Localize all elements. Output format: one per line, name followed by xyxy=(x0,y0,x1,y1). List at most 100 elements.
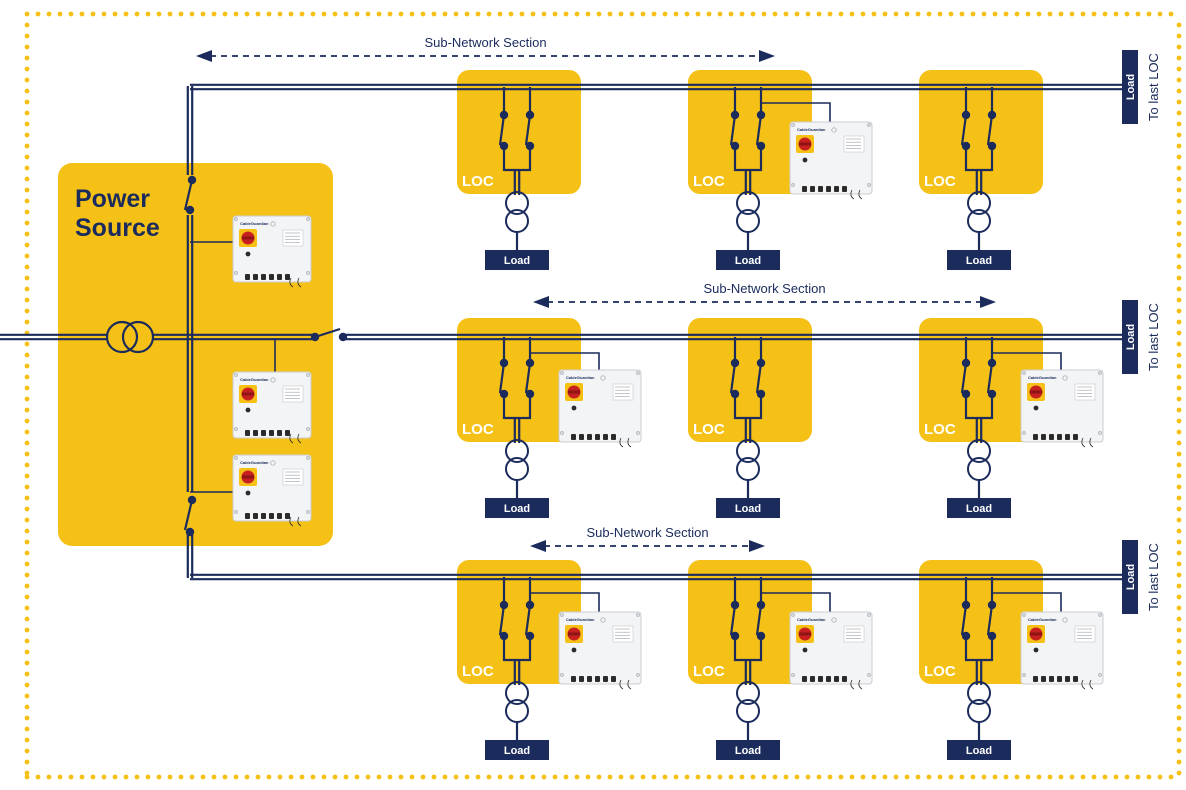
device-brand-label: CableGuardian xyxy=(566,617,595,622)
border-dot xyxy=(937,774,943,780)
border-dot xyxy=(519,11,525,17)
screw xyxy=(560,673,564,677)
border-dot xyxy=(1176,616,1182,622)
border-dot xyxy=(1176,363,1182,369)
border-dot xyxy=(24,297,30,303)
screw xyxy=(306,427,310,431)
loc-label: LOC xyxy=(924,173,956,190)
border-dot xyxy=(1176,220,1182,226)
indicator-led xyxy=(1033,647,1039,653)
cable-gland xyxy=(587,676,592,682)
isolator-handle xyxy=(568,632,580,636)
border-dot xyxy=(739,11,745,17)
border-dot xyxy=(288,774,294,780)
border-dot xyxy=(24,396,30,402)
junction-node xyxy=(185,527,195,537)
border-dot xyxy=(981,774,987,780)
border-dot xyxy=(1176,44,1182,50)
border-dot xyxy=(739,774,745,780)
border-dot xyxy=(574,774,580,780)
loc-switch xyxy=(498,114,506,146)
border-dot xyxy=(24,231,30,237)
border-dot xyxy=(552,11,558,17)
load-text: Load xyxy=(966,745,992,757)
border-dot xyxy=(596,11,602,17)
loc-box xyxy=(919,560,1043,684)
cableguardian-device: CableGuardian xyxy=(232,371,312,444)
border-dot xyxy=(24,462,30,468)
loc-link xyxy=(733,394,763,420)
border-dot xyxy=(145,11,151,17)
border-dot xyxy=(1176,132,1182,138)
border-dot xyxy=(673,11,679,17)
border-dot xyxy=(453,11,459,17)
border-dot xyxy=(24,44,30,50)
cable-gland xyxy=(1073,676,1078,682)
loc-box xyxy=(688,70,812,194)
loc-switch xyxy=(755,604,763,636)
device-tap xyxy=(761,592,831,612)
load-badge xyxy=(947,740,1011,760)
junction-node xyxy=(187,175,197,185)
border-dot xyxy=(1176,440,1182,446)
border-dot xyxy=(398,11,404,17)
load-transformer-coil xyxy=(736,191,760,215)
screw xyxy=(636,431,640,435)
screw xyxy=(234,217,238,221)
arrow-right-head xyxy=(980,296,996,308)
cable-gland xyxy=(253,430,258,436)
border-dot xyxy=(1176,165,1182,171)
isolator-handle xyxy=(568,390,580,394)
cable-gland xyxy=(842,186,847,192)
border-dot xyxy=(662,774,668,780)
border-dot xyxy=(266,11,272,17)
border-dot xyxy=(882,11,888,17)
border-dot xyxy=(24,682,30,688)
border-dot xyxy=(79,11,85,17)
border-dot xyxy=(24,308,30,314)
border-dot xyxy=(904,11,910,17)
border-dot xyxy=(1047,774,1053,780)
end-load-badge xyxy=(1122,300,1138,374)
border-dot xyxy=(992,774,998,780)
border-dot xyxy=(24,704,30,710)
border-dot xyxy=(90,11,96,17)
loc-label: LOC xyxy=(462,421,494,438)
loc-label: LOC xyxy=(462,663,494,680)
border-dot xyxy=(860,11,866,17)
border-dot xyxy=(1003,774,1009,780)
screw xyxy=(791,673,795,677)
border-dot xyxy=(1157,774,1163,780)
border-dot xyxy=(1135,774,1141,780)
border-dot xyxy=(24,143,30,149)
border-dot xyxy=(970,774,976,780)
border-dot xyxy=(35,774,41,780)
border-dot xyxy=(24,572,30,578)
cable-gland xyxy=(269,274,274,280)
screw xyxy=(791,183,795,187)
load-badge xyxy=(485,250,549,270)
device-info-label xyxy=(1074,383,1096,401)
border-dot xyxy=(1025,774,1031,780)
border-dot xyxy=(1113,11,1119,17)
device-info-label xyxy=(612,383,634,401)
border-dot xyxy=(134,11,140,17)
border-dot xyxy=(24,132,30,138)
screw xyxy=(867,123,871,127)
cable-gland xyxy=(603,676,608,682)
cable-gland xyxy=(269,513,274,519)
border-dot xyxy=(508,774,514,780)
status-symbol xyxy=(600,617,606,623)
border-dot xyxy=(24,451,30,457)
border-dot xyxy=(574,11,580,17)
to-last-loc-text: To last LOC xyxy=(1146,543,1161,611)
loc-switch xyxy=(986,362,994,394)
border-dot xyxy=(640,11,646,17)
border-dot xyxy=(1176,561,1182,567)
border-dot xyxy=(46,11,52,17)
border-dot xyxy=(1176,385,1182,391)
border-dot xyxy=(1176,649,1182,655)
border-dot xyxy=(1036,774,1042,780)
loc-label: LOC xyxy=(693,421,725,438)
junction-node xyxy=(185,205,195,215)
